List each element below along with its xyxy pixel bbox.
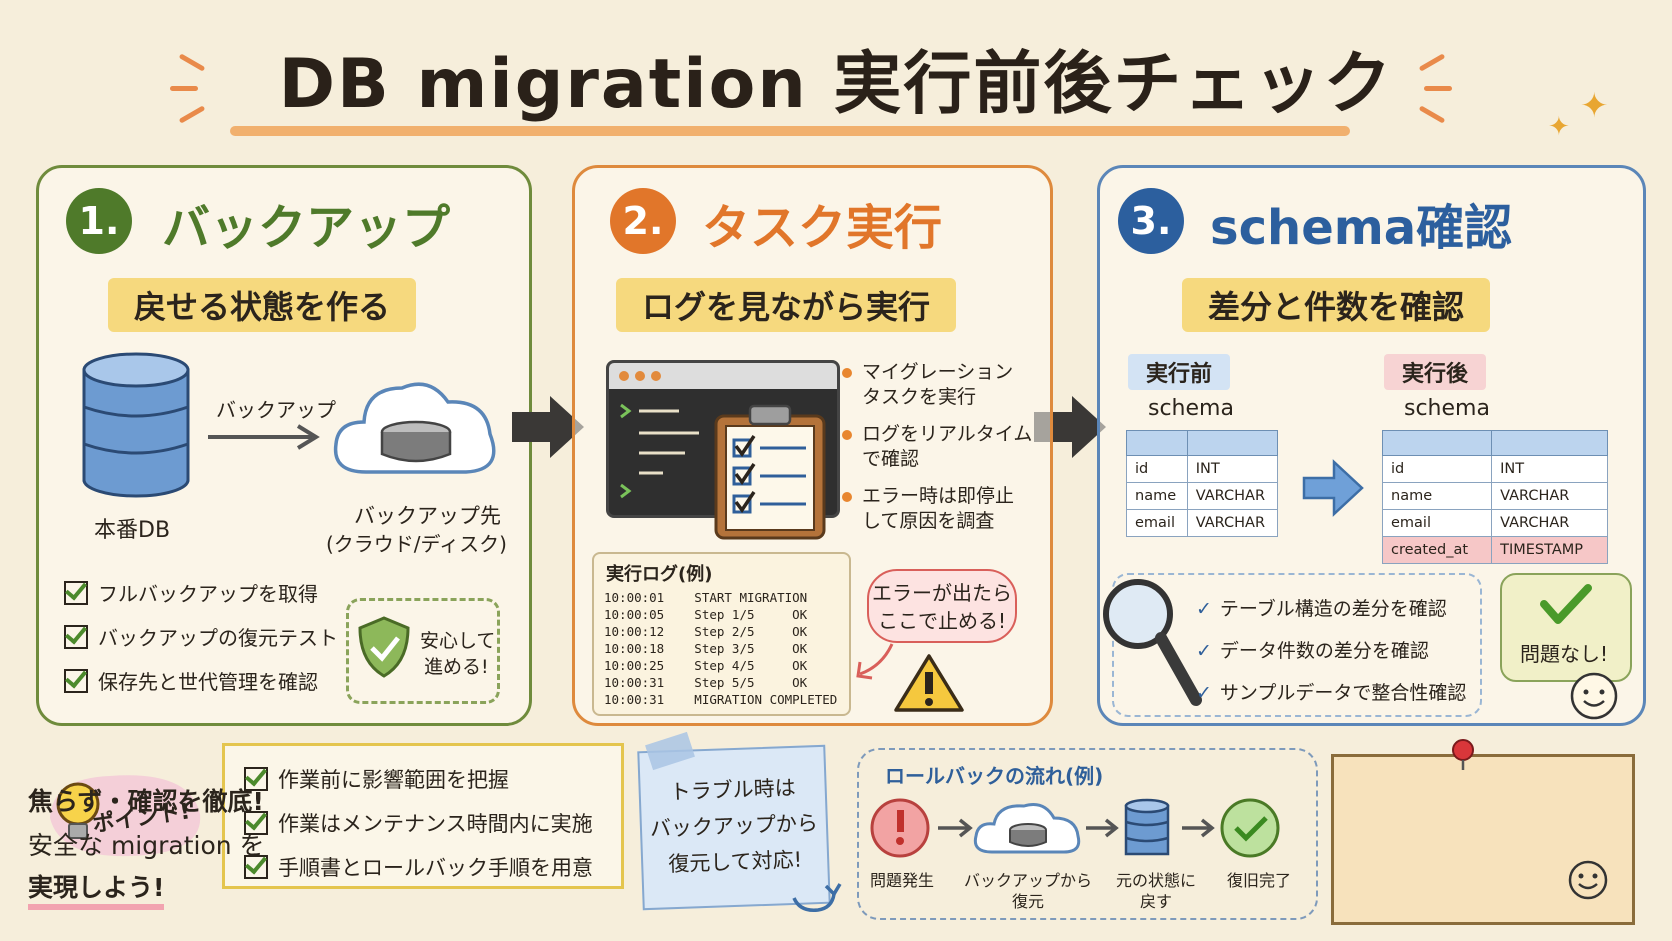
section-title: schema確認	[1210, 200, 1513, 256]
log-line: 10:00:25 Step 4/5 OK	[604, 658, 808, 673]
smiley-face-icon	[1570, 672, 1618, 720]
section-number: 2.	[610, 188, 676, 254]
safe-text: 進める!	[424, 656, 489, 678]
database-icon	[82, 352, 190, 498]
checkmark-icon	[1540, 584, 1592, 624]
checkbox-icon	[244, 767, 268, 791]
safe-badge	[346, 598, 500, 704]
task-bullet: マイグレーションタスクを実行	[841, 361, 1014, 408]
rollback-step-label: 元の状態に戻す	[1115, 871, 1196, 911]
schema-label: schema	[1404, 396, 1490, 421]
checkbox-icon	[64, 669, 88, 693]
cloud-storage-icon	[333, 382, 496, 474]
section-title: バックアップ	[162, 200, 451, 256]
backup-check-item: フルバックアップを取得	[64, 578, 318, 607]
lightbulb-icon	[50, 775, 201, 857]
rollback-flow	[857, 748, 1318, 920]
rollback-title: ロールバックの流れ(例)	[885, 764, 1104, 788]
after-tag: 実行後	[1384, 354, 1487, 390]
ok-text: 問題なし!	[1520, 642, 1609, 666]
magnifier-icon	[1103, 579, 1202, 706]
bubble-pointer-arrow-icon	[856, 643, 894, 680]
log-line: 10:00:01 START MIGRATION	[604, 590, 808, 605]
section-subtitle: ログを見ながら実行	[616, 278, 957, 332]
sparkle-icon: ✦	[1548, 112, 1570, 142]
task-bullet: エラー時は即停止して原因を調査	[841, 485, 1015, 532]
execution-log: 実行ログ(例) 10:00:01 START MIGRATION 10:00:0…	[592, 552, 851, 716]
log-line: 10:00:18 Step 3/5 OK	[604, 641, 808, 656]
checkbox-icon	[64, 625, 88, 649]
title-accent	[170, 86, 198, 91]
section-subtitle: 差分と件数を確認	[1182, 278, 1491, 332]
schema-check-item: ✓テーブル構造の差分を確認	[1196, 598, 1447, 620]
backup-dest-label: バックアップ先	[354, 504, 501, 528]
backup-check-item: 保存先と世代管理を確認	[64, 666, 318, 695]
section-number: 1.	[66, 188, 132, 254]
log-line: 10:00:31 Step 5/5 OK	[604, 675, 808, 690]
arrow-right-icon	[1302, 459, 1364, 517]
clipboard-checklist-icon	[714, 404, 826, 540]
checkbox-icon	[244, 855, 268, 879]
refresh-arrow-icon	[792, 883, 842, 912]
backup-arrow-label: バックアップ	[216, 398, 336, 422]
backup-dest-sub-label: (クラウド/ディスク)	[326, 532, 507, 556]
log-title: 実行ログ(例)	[606, 564, 713, 585]
smiley-face-icon	[1568, 860, 1608, 900]
title-underline	[230, 126, 1350, 136]
page-title: DB migration 実行前後チェック	[278, 45, 1394, 124]
ok-badge	[1500, 573, 1632, 682]
schema-check-item: ✓データ件数の差分を確認	[1196, 640, 1429, 662]
before-tag: 実行前	[1128, 354, 1231, 390]
pushpin-icon	[1452, 739, 1474, 770]
rollback-steps-icons	[870, 798, 1280, 858]
source-db-label: 本番DB	[94, 518, 171, 543]
section-number: 3.	[1118, 188, 1184, 254]
log-line: 10:00:05 Step 1/5 OK	[604, 607, 808, 622]
rollback-step-label: バックアップから復元	[963, 871, 1092, 911]
checkbox-icon	[64, 581, 88, 605]
stop-here-bubble: エラーが出たらここで止める!	[867, 569, 1017, 643]
section-title: タスク実行	[702, 200, 943, 256]
section-subtitle: 戻せる状態を作る	[108, 278, 417, 332]
log-line: 10:00:31 MIGRATION COMPLETED	[604, 692, 838, 707]
rollback-step-label: 問題発生	[869, 871, 934, 890]
closing-line: 実現しよう!	[28, 868, 165, 910]
checkbox-icon	[244, 811, 268, 835]
shield-check-icon	[358, 616, 410, 678]
task-bullet: ログをリアルタイムで確認	[841, 423, 1033, 470]
schema-label: schema	[1148, 396, 1234, 421]
backup-check-item: バックアップの復元テスト	[64, 622, 338, 651]
point-list	[222, 743, 624, 889]
arrow-right-icon	[208, 424, 320, 450]
rollback-step-label: 復旧完了	[1226, 871, 1291, 890]
point-item: 作業はメンテナンス時間内に実施	[244, 808, 593, 838]
title-accent	[1424, 86, 1452, 91]
point-item: 手順書とロールバック手順を用意	[244, 852, 593, 882]
closing-line: 焦らず・確認を徹底!	[28, 787, 264, 816]
closing-line: 安全な migration を	[28, 831, 265, 860]
sparkle-icon: ✦	[1580, 86, 1609, 126]
flow-arrow-icon	[512, 396, 584, 458]
log-line: 10:00:12 Step 2/5 OK	[604, 624, 808, 639]
point-item: 作業前に影響範囲を把握	[244, 764, 509, 794]
schema-check-item: ✓サンプルデータで整合性確認	[1196, 682, 1467, 704]
warning-icon	[894, 654, 964, 712]
safe-text: 安心して	[420, 630, 496, 652]
flow-arrow-icon	[1034, 396, 1106, 458]
schema-check-list	[1112, 573, 1482, 717]
